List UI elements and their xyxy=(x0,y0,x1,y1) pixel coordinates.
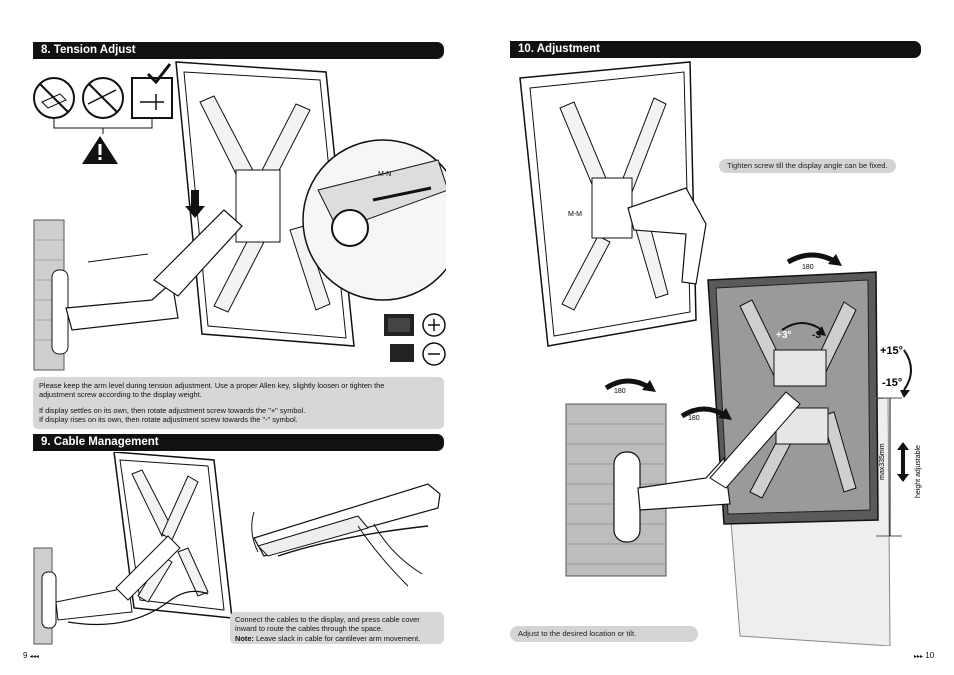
section-8-title: 8. Tension Adjust xyxy=(41,44,136,56)
tension-note-line-2: adjustment screw according to the displa… xyxy=(39,390,202,400)
cable-management-illustration xyxy=(33,452,441,645)
cable-note-line-1: Connect the cables to the display, and p… xyxy=(235,615,420,624)
tilt-minus: -15° xyxy=(882,377,902,389)
adjustment-illustration: M-M 180 180 180 +3° -3° +15° -15° max335… xyxy=(519,61,922,646)
height-max-label: max335mm xyxy=(879,443,886,480)
cable-note-line-2: inward to route the cables through the s… xyxy=(235,624,383,634)
warning-triangle-icon xyxy=(82,136,118,164)
bolt-mm-label: M-M xyxy=(568,211,582,218)
tilt-plus-small: +3° xyxy=(776,330,791,341)
tension-note-line-4: If display rises on its own, then rotate… xyxy=(39,414,298,424)
section-9-title: 9. Cable Management xyxy=(41,436,159,448)
page-number-10: 10 xyxy=(925,651,935,660)
tension-adjust-illustration: M-N xyxy=(33,61,446,371)
rotate-top-label: 180 xyxy=(802,264,814,271)
adjust-location-note: Adjust to the desired location or tilt. xyxy=(510,626,698,642)
no-angle-warning-icon xyxy=(82,77,124,119)
no-tilt-warning-icon xyxy=(33,77,75,119)
tilt-minus-small: -3° xyxy=(812,330,825,341)
section-8-heading: 8. Tension Adjust xyxy=(33,42,444,59)
forward-arrows-icon: ▸▸▸ xyxy=(914,654,924,660)
rotate-left-label: 180 xyxy=(614,388,626,395)
page-number-right: ▸▸▸ 10 xyxy=(914,651,934,660)
callout-mn-label: M-N xyxy=(378,171,391,178)
rotate-mid-label: 180 xyxy=(688,415,700,422)
tension-note-line-1: Please keep the arm level during tension… xyxy=(39,381,385,390)
cable-note-rest: Leave slack in cable for cantilever arm … xyxy=(253,633,421,643)
tighten-note-text: Tighten screw till the display angle can… xyxy=(727,161,888,170)
tilt-plus: +15° xyxy=(880,345,903,357)
tighten-screw-note: Tighten screw till the display angle can… xyxy=(719,159,896,173)
cable-management-note: Connect the cables to the display, and p… xyxy=(230,612,444,644)
cable-note-bold: Note: xyxy=(235,633,254,643)
height-adjustable-label: height adjustable xyxy=(915,445,922,498)
back-arrows-icon: ◂◂◂ xyxy=(29,654,39,660)
correct-level-icon xyxy=(131,63,173,119)
tension-adjust-note: Please keep the arm level during tension… xyxy=(33,377,444,429)
page-number-left: 9 ◂◂◂ xyxy=(23,651,39,660)
section-9-heading: 9. Cable Management xyxy=(33,434,444,451)
page-number-9: 9 xyxy=(23,651,28,660)
section-10-heading: 10. Adjustment xyxy=(510,41,921,58)
section-10-title: 10. Adjustment xyxy=(518,43,601,55)
adjust-note-text: Adjust to the desired location or tilt. xyxy=(518,629,637,638)
tension-note-line-3: If display settles on its own, then rota… xyxy=(39,405,306,415)
